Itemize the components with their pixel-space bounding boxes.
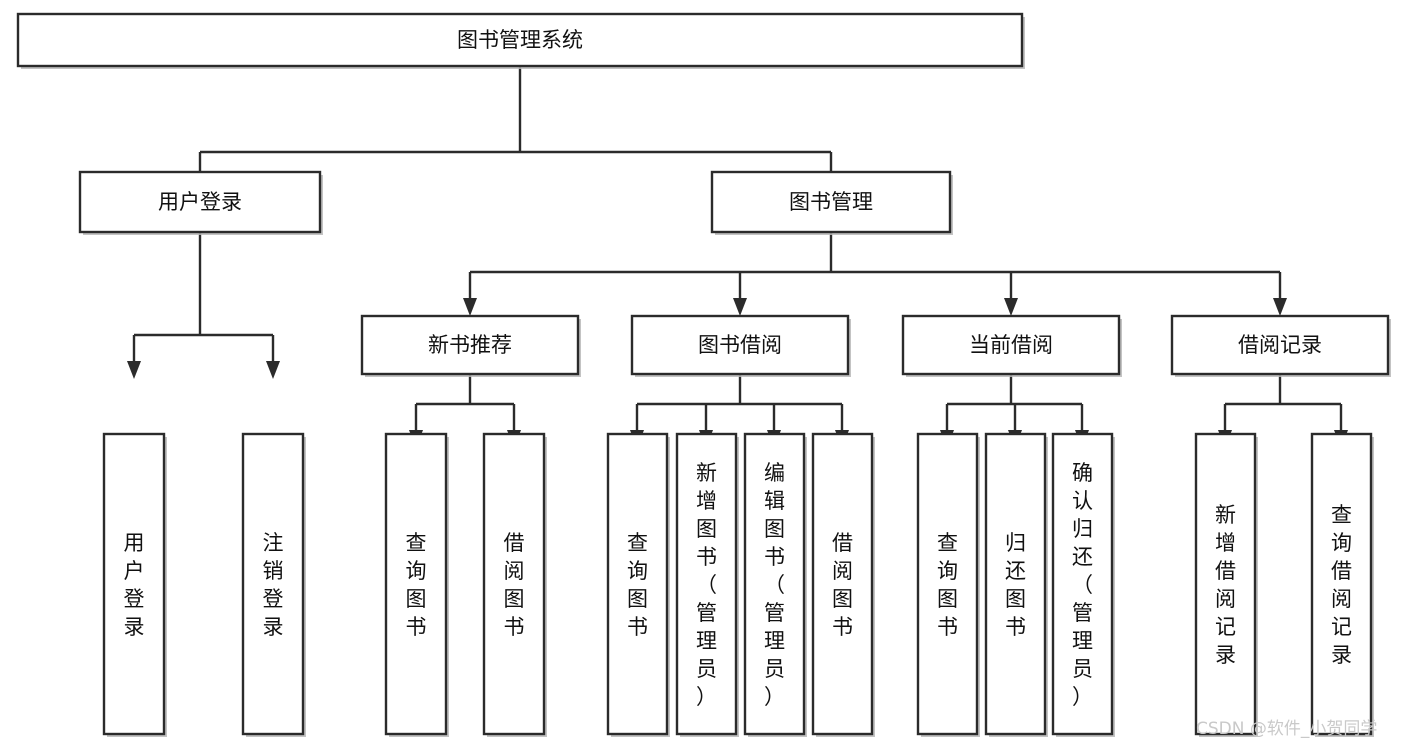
node-leaf-edit-book[interactable]: 编辑图书（管理员） [743, 432, 807, 737]
node-rect[interactable] [78, 170, 322, 234]
connector-group-book-manage-to-level2 [463, 232, 1287, 316]
node-rect[interactable] [984, 432, 1047, 736]
node-rect[interactable] [675, 432, 738, 736]
node-rect[interactable] [360, 314, 580, 376]
node-root[interactable]: 图书管理系统 [16, 12, 1025, 69]
node-label: 查询图书 [627, 531, 648, 639]
node-label: 查询图书 [937, 531, 958, 639]
node-leaf-return-book[interactable]: 归还图书 [984, 432, 1048, 737]
node-rect[interactable] [1170, 314, 1390, 376]
node-leaf-add-record[interactable]: 新增借阅记录 [1194, 432, 1258, 737]
connector-group-user-login-to-leaves [127, 232, 280, 379]
node-label: 用户登录 [124, 531, 145, 639]
node-label: 新增图书（管理员） [696, 461, 717, 709]
node-label: 确认归还（管理员） [1072, 461, 1093, 709]
node-label: 新增借阅记录 [1215, 503, 1236, 667]
node-label: 注销登录 [263, 531, 284, 639]
node-rect[interactable] [241, 432, 305, 736]
node-rect[interactable] [710, 170, 952, 234]
node-rect[interactable] [743, 432, 806, 736]
node-label: 借阅记录 [1238, 333, 1322, 357]
node-borrow-record[interactable]: 借阅记录 [1170, 314, 1391, 377]
arrow-head-icon [733, 298, 747, 316]
node-label: 查询图书 [406, 531, 427, 639]
node-label: 图书管理 [789, 190, 873, 214]
node-leaf-borrow-book[interactable]: 借阅图书 [811, 432, 875, 737]
node-rect[interactable] [916, 432, 979, 736]
node-book-borrow[interactable]: 图书借阅 [630, 314, 851, 377]
node-label: 用户登录 [158, 190, 242, 214]
node-rect[interactable] [482, 432, 546, 736]
arrow-head-icon [1004, 298, 1018, 316]
node-label: 借阅图书 [832, 531, 853, 639]
node-rect[interactable] [16, 12, 1024, 68]
node-label: 借阅图书 [504, 531, 525, 639]
node-leaf-query-book-cur[interactable]: 查询图书 [916, 432, 980, 737]
node-leaf-query-record[interactable]: 查询借阅记录 [1310, 432, 1374, 737]
node-rect[interactable] [630, 314, 850, 376]
arrow-head-icon [1273, 298, 1287, 316]
node-leaf-query-book-rec[interactable]: 查询图书 [384, 432, 449, 737]
node-rect[interactable] [1310, 432, 1373, 736]
node-book-manage[interactable]: 图书管理 [710, 170, 953, 235]
node-rect[interactable] [1194, 432, 1257, 736]
arrow-head-icon [127, 361, 141, 379]
node-rect[interactable] [384, 432, 448, 736]
connector-layer [127, 66, 1348, 448]
node-leaf-user-login[interactable]: 用户登录 [102, 432, 167, 737]
node-label: 当前借阅 [969, 333, 1053, 357]
node-layer: 图书管理系统用户登录图书管理新书推荐图书借阅当前借阅借阅记录用户登录注销登录查询… [16, 12, 1391, 737]
node-rect[interactable] [606, 432, 669, 736]
node-label: 图书管理系统 [457, 28, 583, 52]
arrow-head-icon [266, 361, 280, 379]
node-leaf-add-book[interactable]: 新增图书（管理员） [675, 432, 739, 737]
node-rect[interactable] [102, 432, 166, 736]
node-current-borrow[interactable]: 当前借阅 [901, 314, 1122, 377]
node-label: 图书借阅 [698, 333, 782, 357]
node-leaf-query-book-borrow[interactable]: 查询图书 [606, 432, 670, 737]
csdn-watermark: CSDN @软件_小贺同学 [1196, 719, 1377, 739]
node-label: 新书推荐 [428, 333, 512, 357]
watermark-layer: CSDN @软件_小贺同学 [1196, 719, 1377, 739]
node-leaf-user-logout[interactable]: 注销登录 [241, 432, 306, 737]
node-label: 编辑图书（管理员） [764, 461, 785, 709]
node-label: 归还图书 [1005, 531, 1026, 639]
node-leaf-borrow-book-rec[interactable]: 借阅图书 [482, 432, 547, 737]
node-leaf-confirm-return[interactable]: 确认归还（管理员） [1051, 432, 1115, 737]
arrow-head-icon [463, 298, 477, 316]
node-rect[interactable] [811, 432, 874, 736]
node-rect[interactable] [1051, 432, 1114, 736]
node-label: 查询借阅记录 [1331, 503, 1352, 667]
node-new-book-rec[interactable]: 新书推荐 [360, 314, 581, 377]
node-user-login[interactable]: 用户登录 [78, 170, 323, 235]
node-rect[interactable] [901, 314, 1121, 376]
